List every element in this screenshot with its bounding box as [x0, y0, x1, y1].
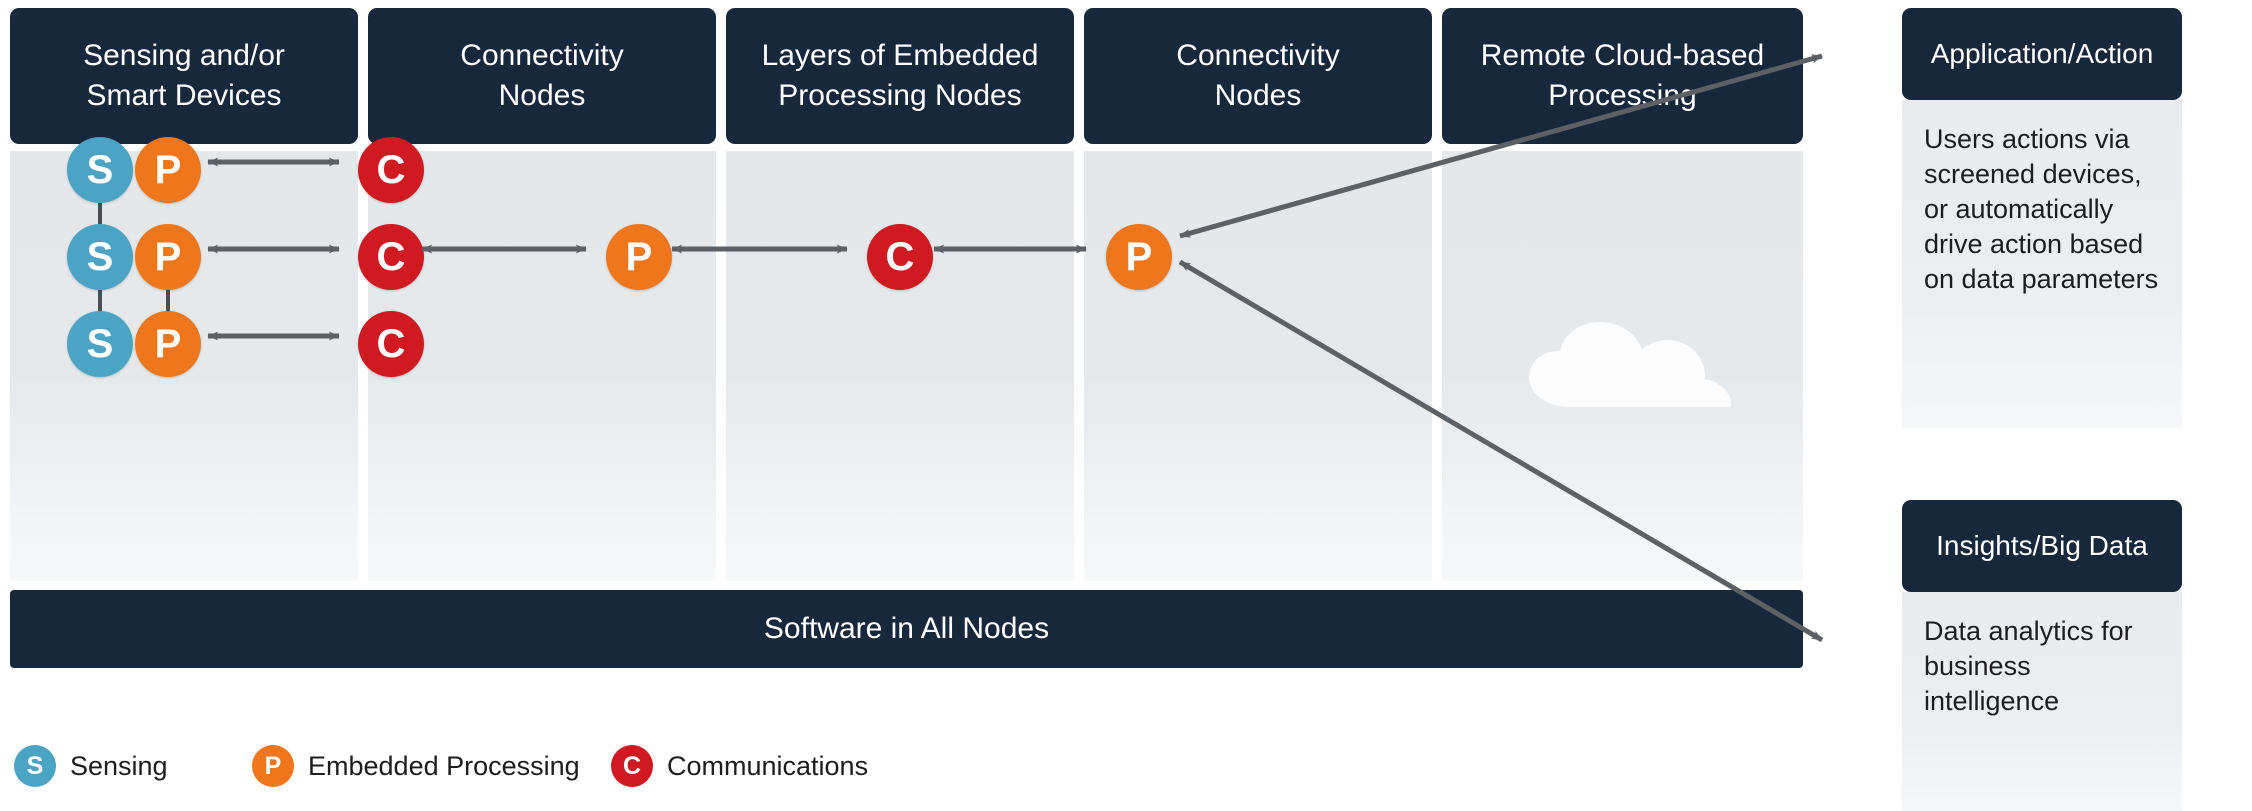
node-sensing-row2[interactable]: S: [67, 224, 133, 290]
column-header-embedded-processing[interactable]: Layers of Embedded Processing Nodes: [726, 8, 1074, 144]
link-sensing-s2-s3: [98, 290, 102, 325]
node-communications-row2[interactable]: C: [358, 224, 424, 290]
panel-insights-big-data: Insights/Big Data Data analytics for bus…: [1902, 500, 2182, 811]
panel-body-insights-big-data: Data analytics for business intelligence: [1902, 592, 2182, 811]
column-header-connectivity-1[interactable]: Connectivity Nodes: [368, 8, 716, 144]
node-sensing-row1[interactable]: S: [67, 137, 133, 203]
legend-label: Embedded Processing: [308, 750, 580, 781]
node-letter: C: [885, 235, 915, 279]
column-band-connectivity-1: [368, 151, 716, 581]
panel-heading-text: Insights/Big Data: [1936, 530, 2148, 561]
column-header-line2: Nodes: [1214, 79, 1302, 112]
node-letter: C: [376, 322, 406, 366]
node-letter: P: [154, 235, 182, 279]
panel-heading-insights-big-data[interactable]: Insights/Big Data: [1902, 500, 2182, 592]
column-header-line1: Connectivity: [460, 39, 624, 72]
column-header-line1: Sensing and/or: [83, 39, 285, 72]
legend-item-sensing[interactable]: S Sensing: [14, 735, 168, 797]
column-header-line2: Nodes: [498, 79, 586, 112]
node-letter: P: [1125, 235, 1153, 279]
column-band-connectivity-2: [1084, 151, 1432, 581]
column-header-line1: Layers of Embedded: [761, 39, 1039, 72]
column-header-line2: Smart Devices: [86, 79, 282, 112]
node-cloud-processing[interactable]: P: [1106, 224, 1172, 290]
column-header-line2: Processing Nodes: [778, 79, 1022, 112]
legend-communications-icon: C: [611, 745, 653, 787]
node-letter: P: [154, 322, 182, 366]
column-header-remote-cloud[interactable]: Remote Cloud-based Processing: [1442, 8, 1803, 144]
node-sensing-row3[interactable]: S: [67, 311, 133, 377]
node-letter: S: [86, 235, 114, 279]
legend-icon-letter: C: [622, 751, 642, 780]
column-header-line2: Processing: [1548, 79, 1697, 112]
column-header-sensing[interactable]: Sensing and/or Smart Devices: [10, 8, 358, 144]
legend-item-embedded-processing[interactable]: P Embedded Processing: [252, 735, 580, 797]
column-bands: S P C S P C P C P S P: [10, 137, 1803, 581]
panel-heading-application-action[interactable]: Application/Action: [1902, 8, 2182, 100]
panel-body-application-action: Users actions via screened devices, or a…: [1902, 100, 2182, 428]
node-processing-row3[interactable]: P: [135, 311, 201, 377]
node-letter: C: [376, 235, 406, 279]
node-processing-row2[interactable]: P: [135, 224, 201, 290]
column-header-line1: Remote Cloud-based: [1480, 39, 1765, 72]
legend-item-communications[interactable]: C Communications: [611, 735, 868, 797]
legend-icon-letter: S: [26, 751, 44, 780]
column-headers-row: Sensing and/or Smart Devices Connectivit…: [10, 8, 1803, 144]
column-band-embedded-processing: [726, 151, 1074, 581]
legend-sensing-icon: S: [14, 745, 56, 787]
link-sensing-s1-s2: [98, 203, 102, 238]
legend-processing-icon: P: [252, 745, 294, 787]
cloud-icon: [1529, 322, 1731, 407]
panel-heading-text: Application/Action: [1930, 38, 2154, 69]
node-letter: S: [86, 322, 114, 366]
column-header-line1: Connectivity: [1176, 39, 1340, 72]
node-communications-row1[interactable]: C: [358, 137, 424, 203]
node-letter: P: [625, 235, 653, 279]
iot-layers-panel: Sensing and/or Smart Devices Connectivit…: [10, 8, 1803, 668]
node-letter: C: [376, 148, 406, 192]
panel-body-text: Users actions via screened devices, or a…: [1924, 124, 2159, 294]
column-header-connectivity-2[interactable]: Connectivity Nodes: [1084, 8, 1432, 144]
node-letter: P: [154, 148, 182, 192]
panel-application-action: Application/Action Users actions via scr…: [1902, 8, 2182, 428]
node-communications-connectivity2[interactable]: C: [867, 224, 933, 290]
node-letter: S: [86, 148, 114, 192]
node-embedded-processing[interactable]: P: [606, 224, 672, 290]
panel-body-text: Data analytics for business intelligence: [1924, 616, 2133, 716]
node-communications-row3[interactable]: C: [358, 311, 424, 377]
link-sensing-p2-p3: [166, 290, 170, 325]
legend-icon-letter: P: [264, 751, 282, 780]
software-bar-label: Software in All Nodes: [763, 612, 1050, 645]
software-in-all-nodes-bar[interactable]: Software in All Nodes: [10, 590, 1803, 668]
legend-label: Communications: [667, 750, 869, 781]
node-processing-row1[interactable]: P: [135, 137, 201, 203]
legend-label: Sensing: [70, 750, 168, 781]
